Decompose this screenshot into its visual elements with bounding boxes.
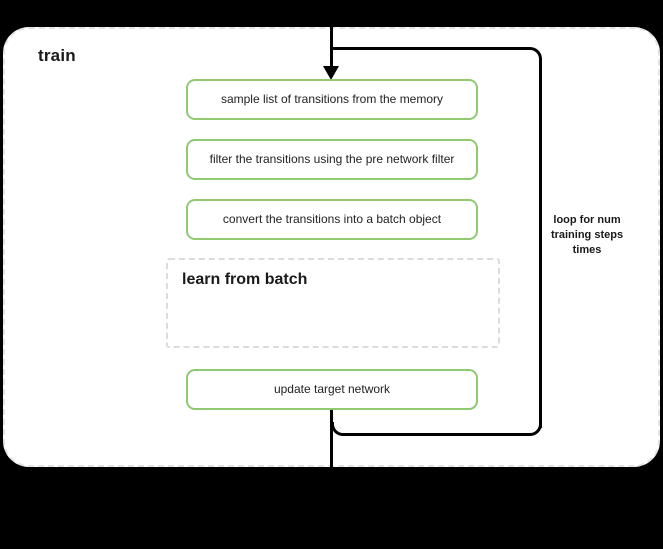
loop-top-segment [332,47,530,50]
step-box-filter-transitions[interactable]: filter the transitions using the pre net… [186,139,478,180]
step-label: filter the transitions using the pre net… [209,152,455,167]
step-label: convert the transitions into a batch obj… [222,212,442,227]
exit-flow-line [330,409,333,549]
entry-flow-line [330,0,333,70]
loop-label: loop for num training steps times [550,214,624,256]
step-label: update target network [273,382,391,397]
step-box-sample-transitions[interactable]: sample list of transitions from the memo… [186,79,478,120]
arrow-down-icon [323,66,339,80]
step-box-convert-transitions[interactable]: convert the transitions into a batch obj… [186,199,478,240]
step-label: sample list of transitions from the memo… [220,92,444,107]
learn-from-batch-title: learn from batch [182,271,308,288]
learn-from-batch-container[interactable]: learn from batch [166,258,500,348]
loop-corner-top-right [528,47,542,61]
loop-right-segment [539,58,542,428]
train-title: train [38,46,76,65]
step-box-update-target-network[interactable]: update target network [186,369,478,410]
loop-bottom-segment [342,433,530,436]
loop-corner-bottom-right [528,422,542,436]
